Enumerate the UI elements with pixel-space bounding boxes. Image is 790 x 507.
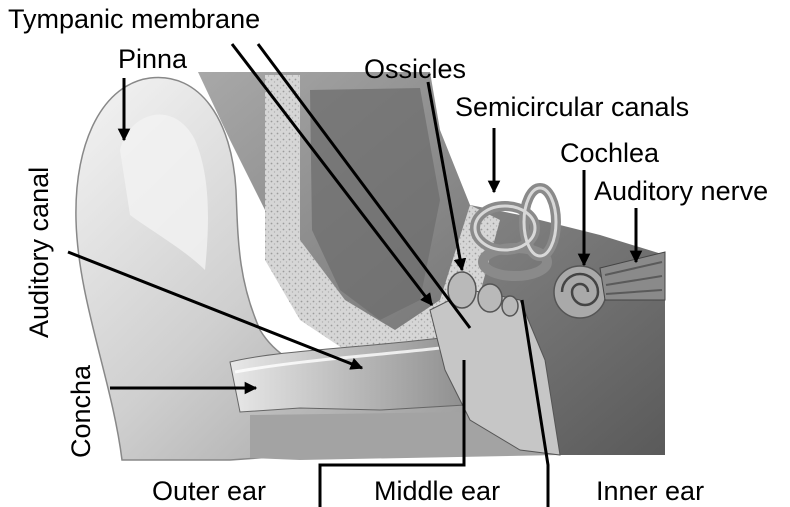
- label-auditory-nerve: Auditory nerve: [594, 178, 768, 205]
- cochlea-shape: [554, 266, 606, 318]
- label-auditory-canal: Auditory canal: [26, 167, 53, 338]
- label-outer-ear: Outer ear: [152, 478, 266, 505]
- label-cochlea: Cochlea: [560, 140, 659, 167]
- label-tympanic-membrane: Tympanic membrane: [8, 6, 260, 33]
- label-ossicles: Ossicles: [364, 56, 466, 83]
- label-pinna: Pinna: [118, 46, 187, 73]
- ear-illustration: [76, 72, 665, 460]
- label-middle-ear: Middle ear: [374, 478, 500, 505]
- label-inner-ear: Inner ear: [596, 478, 704, 505]
- label-concha: Concha: [68, 365, 95, 458]
- label-semicircular-canals: Semicircular canals: [455, 94, 689, 121]
